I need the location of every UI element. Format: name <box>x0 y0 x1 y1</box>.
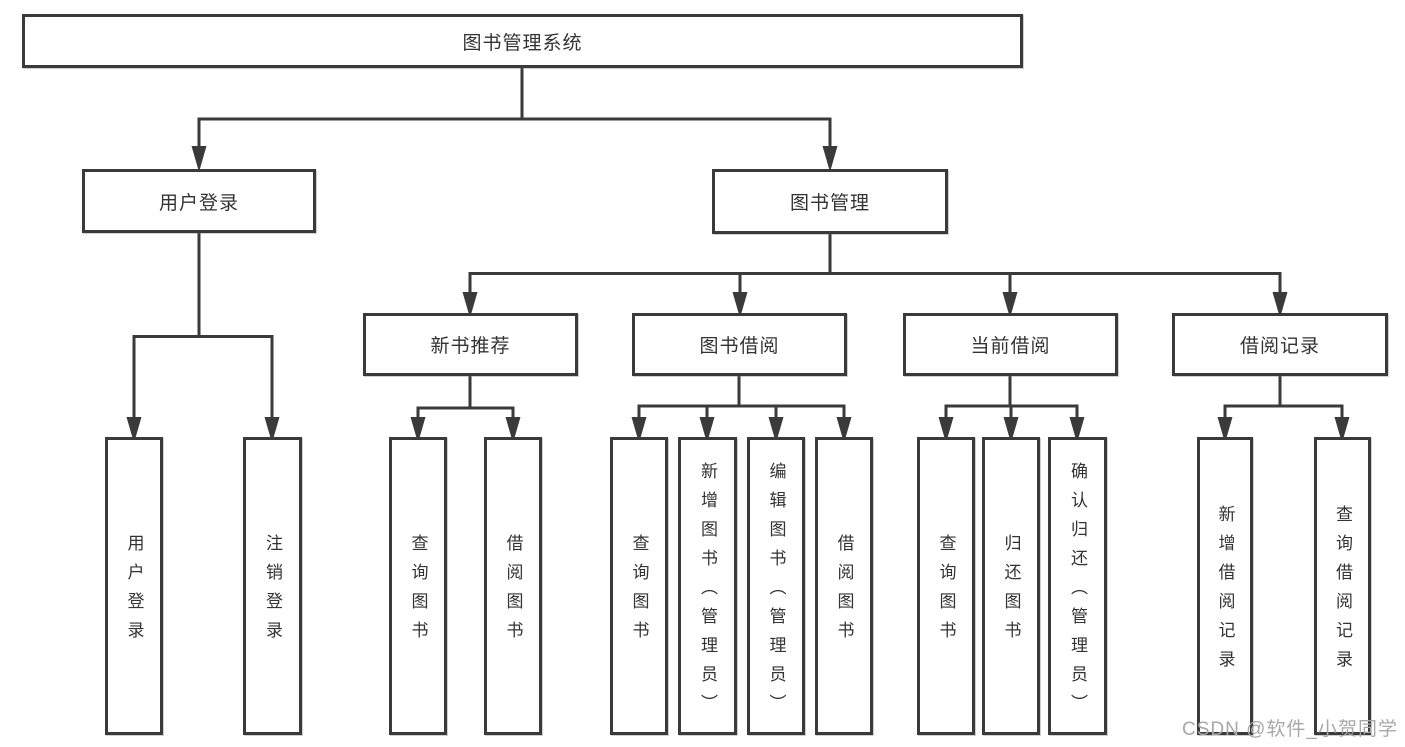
leaf-user-login-label: 用户登录 <box>124 534 144 650</box>
leaf-confirm-return-admin-label: 确认归还（管理员） <box>1068 461 1087 723</box>
node-user-login: 用户登录 <box>82 169 316 233</box>
leaf-return-books: 归还图书 <box>982 437 1040 735</box>
leaf-borrow-books-recommend-label: 借阅图书 <box>503 534 523 650</box>
leaf-query-books-borrow: 查询图书 <box>610 437 668 735</box>
node-borrowing-records: 借阅记录 <box>1172 313 1388 376</box>
leaf-borrow-books-label: 借阅图书 <box>834 534 854 650</box>
node-root: 图书管理系统 <box>22 14 1023 68</box>
leaf-return-books-label: 归还图书 <box>1001 534 1021 650</box>
leaf-edit-books-admin-label: 编辑图书（管理员） <box>766 461 786 723</box>
node-book-management: 图书管理 <box>712 169 948 234</box>
leaf-query-borrow-record: 查询借阅记录 <box>1314 437 1371 735</box>
leaf-query-books-recommend: 查询图书 <box>389 437 447 735</box>
leaf-edit-books-admin: 编辑图书（管理员） <box>747 437 805 735</box>
leaf-borrow-books: 借阅图书 <box>815 437 873 735</box>
leaf-borrow-books-recommend: 借阅图书 <box>484 437 542 735</box>
leaf-logout-label: 注销登录 <box>263 534 282 650</box>
leaf-query-books-borrow-label: 查询图书 <box>629 534 649 650</box>
leaf-add-books-admin-label: 新增图书（管理员） <box>698 461 717 723</box>
leaf-query-books-current-label: 查询图书 <box>936 534 956 650</box>
leaf-add-books-admin: 新增图书（管理员） <box>678 437 737 735</box>
leaf-add-borrow-record-label: 新增借阅记录 <box>1215 505 1235 679</box>
leaf-query-borrow-record-label: 查询借阅记录 <box>1333 505 1352 679</box>
leaf-logout: 注销登录 <box>243 437 302 735</box>
leaf-query-books-current: 查询图书 <box>917 437 975 735</box>
node-book-borrowing: 图书借阅 <box>632 313 847 376</box>
leaf-add-borrow-record: 新增借阅记录 <box>1197 437 1253 735</box>
leaf-user-login: 用户登录 <box>105 437 163 735</box>
node-new-book-recommendation: 新书推荐 <box>363 313 578 376</box>
leaf-query-books-recommend-label: 查询图书 <box>408 534 428 650</box>
node-current-borrowing: 当前借阅 <box>903 313 1118 376</box>
watermark: CSDN @软件_小贺同学 <box>1182 719 1398 740</box>
leaf-confirm-return-admin: 确认归还（管理员） <box>1048 437 1107 735</box>
